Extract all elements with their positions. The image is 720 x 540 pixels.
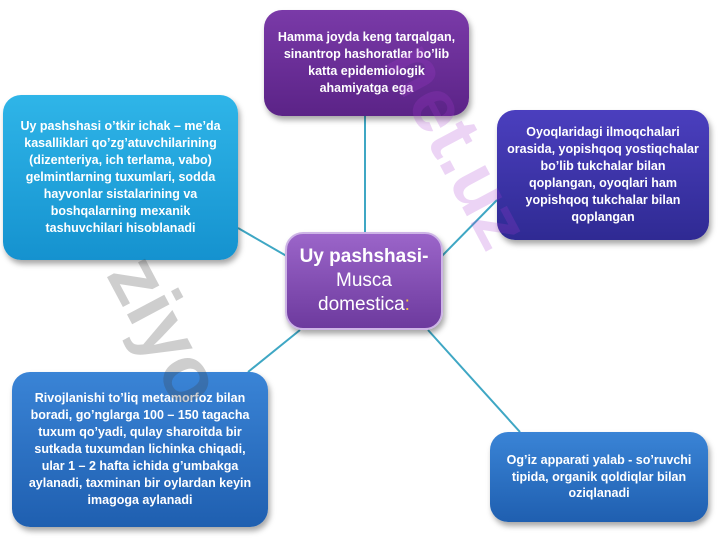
center-line2: Musca bbox=[336, 269, 392, 291]
connector-right bbox=[439, 199, 498, 259]
center-node: Uy pashshasi- Musca domestica: bbox=[285, 232, 443, 330]
node-left-text: Uy pashshasi o’tkir ichak – me’da kasall… bbox=[20, 119, 221, 235]
node-right: Oyoqlaridagi ilmoqchalari orasida, yopis… bbox=[497, 110, 709, 240]
center-line3: domestica: bbox=[318, 293, 410, 317]
node-top-text: Hamma joyda keng tarqalgan, sinantrop ha… bbox=[277, 30, 456, 95]
node-top: Hamma joyda keng tarqalgan, sinantrop ha… bbox=[264, 10, 469, 116]
connector-bottom-right bbox=[427, 329, 521, 433]
node-bottom-left-text: Rivojlanishi to’liq metamorfoz bilan bor… bbox=[28, 391, 252, 507]
connector-left bbox=[237, 227, 291, 259]
node-bottom-left: Rivojlanishi to’liq metamorfoz bilan bor… bbox=[12, 372, 268, 527]
center-line3-text: domestica bbox=[318, 294, 405, 316]
node-right-text: Oyoqlaridagi ilmoqchalari orasida, yopis… bbox=[507, 125, 699, 224]
node-bottom-right: Og’iz apparati yalab - so’ruvchi tipida,… bbox=[490, 432, 708, 522]
node-left: Uy pashshasi o’tkir ichak – me’da kasall… bbox=[3, 95, 238, 260]
connector-bottom-left bbox=[247, 329, 301, 373]
center-title: Uy pashshasi- bbox=[299, 245, 429, 267]
node-bottom-right-text: Og’iz apparati yalab - so’ruvchi tipida,… bbox=[506, 452, 692, 501]
center-colon: : bbox=[404, 294, 410, 316]
